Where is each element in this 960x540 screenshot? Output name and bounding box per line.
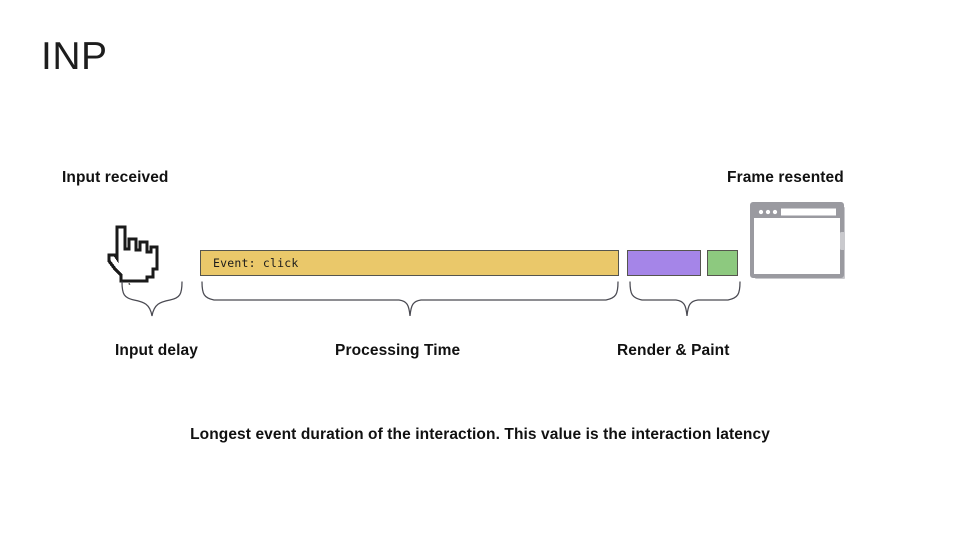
label-processing-time: Processing Time bbox=[335, 342, 461, 359]
browser-window-icon bbox=[750, 202, 847, 280]
bar-paint[interactable] bbox=[707, 250, 738, 276]
label-frame-presented: Frame resented bbox=[727, 169, 844, 186]
bar-render[interactable] bbox=[627, 250, 701, 276]
label-input-received: Input received bbox=[62, 169, 169, 186]
label-render-paint: Render & Paint bbox=[617, 342, 730, 359]
hand-cursor-icon bbox=[103, 223, 159, 285]
page-title: INP bbox=[41, 35, 108, 78]
brace-input-delay bbox=[121, 281, 183, 317]
label-input-delay: Input delay bbox=[115, 342, 198, 359]
bar-event[interactable]: Event: click bbox=[200, 250, 619, 276]
bar-event-label: Event: click bbox=[213, 256, 299, 270]
brace-processing-time bbox=[201, 281, 619, 317]
brace-group bbox=[0, 278, 960, 330]
footer-caption: Longest event duration of the interactio… bbox=[190, 426, 770, 443]
brace-render-paint bbox=[629, 281, 741, 317]
